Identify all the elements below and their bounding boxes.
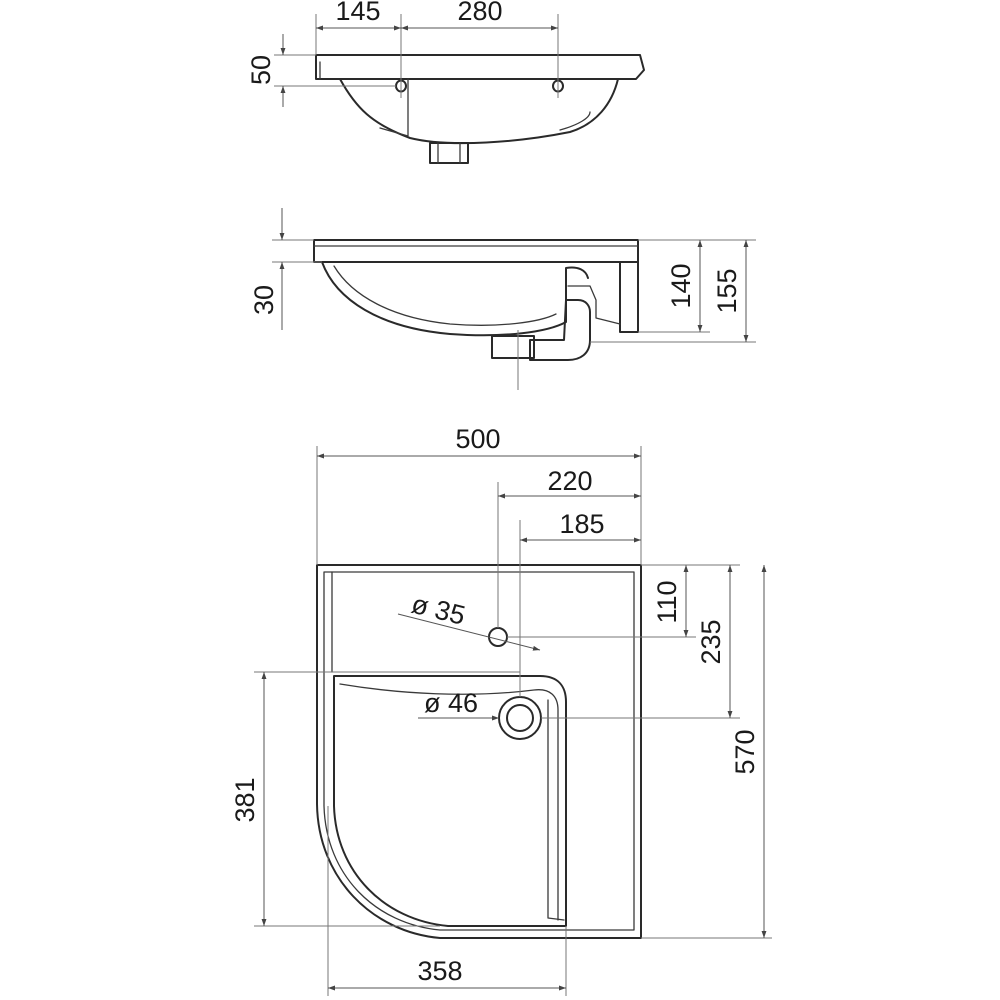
side-view-bowl [321, 261, 589, 337]
plan-view-bowl-slope [339, 683, 559, 921]
top-view-slab [315, 54, 645, 80]
side-view-back-support [619, 261, 639, 333]
plan-view-outline [316, 564, 642, 939]
dim-label-358: 358 [417, 956, 462, 986]
dim-label-570: 570 [730, 729, 760, 774]
dim-label-185: 185 [559, 509, 604, 539]
side-view-overflow [567, 285, 621, 325]
dim-label-140: 140 [666, 263, 696, 308]
top-view: 145 280 50 [246, 0, 645, 164]
side-view-slab [313, 239, 639, 263]
top-view-bowl [339, 78, 619, 145]
dim-label-220: 220 [547, 466, 592, 496]
plan-view-bowl-slope-2 [547, 699, 565, 921]
top-view-bowl-inner [379, 78, 409, 137]
top-view-drain-lines [437, 142, 461, 164]
plan-view: 500 220 185 110 235 570 381 358 [230, 424, 772, 996]
dim-label-110: 110 [652, 580, 682, 623]
drain-outer [498, 696, 542, 740]
top-view-bowl-detail [559, 111, 591, 131]
label-drain-diameter: ø 46 [424, 688, 478, 718]
dim-label-381: 381 [230, 777, 260, 822]
dim-label-145: 145 [335, 0, 380, 26]
dim-label-155: 155 [712, 268, 742, 313]
top-view-drain-spigot [429, 142, 469, 164]
dim-label-280: 280 [457, 0, 502, 26]
label-tap-hole-diameter: ø 35 [409, 589, 469, 631]
dim-label-235: 235 [696, 619, 726, 664]
side-view-bowl-inner [333, 265, 557, 326]
dim-label-50: 50 [246, 55, 276, 85]
side-view: 30 140 155 [249, 208, 756, 390]
dim-label-500: 500 [455, 424, 500, 454]
plan-view-bowl [333, 675, 567, 927]
dim-label-30: 30 [249, 285, 279, 315]
tap-hole [488, 627, 508, 647]
side-view-trap [529, 299, 591, 361]
leader-tap-hole [397, 613, 541, 651]
drain-inner [506, 704, 534, 732]
plan-view-rim [323, 571, 635, 931]
side-view-drain-spigot [491, 335, 535, 359]
